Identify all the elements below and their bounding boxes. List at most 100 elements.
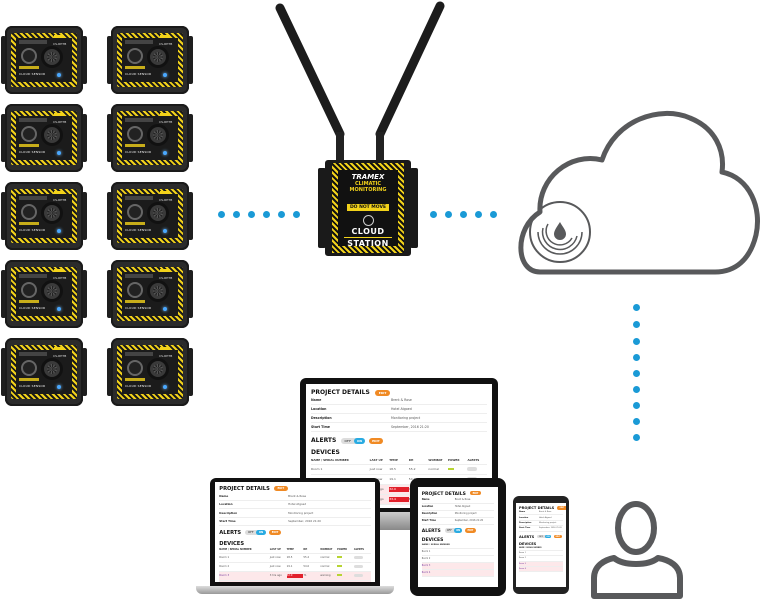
connector-dot	[430, 211, 437, 218]
column-header[interactable]: NAME / SERIAL NUMBER	[519, 546, 542, 549]
device-name: Room 3	[519, 562, 526, 565]
edit-alerts-button[interactable]: EDIT	[369, 437, 383, 444]
column-header[interactable]: LAST UP	[369, 458, 383, 462]
device-row[interactable]: Room 4	[519, 567, 563, 573]
edit-alerts-button[interactable]: EDIT	[465, 528, 476, 533]
column-header[interactable]: NAME / SERIAL NUMBER	[311, 458, 349, 462]
column-header[interactable]: NAME / SERIAL NUMBER	[219, 548, 252, 552]
device-name: Room 4	[519, 568, 526, 571]
column-header[interactable]: POWER	[337, 548, 347, 552]
device-row[interactable]: Room 1	[519, 551, 563, 557]
device-name: Room 1	[421, 550, 431, 554]
device-row[interactable]: Room 2	[519, 556, 563, 562]
column-header[interactable]: ALERTS	[353, 548, 364, 552]
device-name: Room 2	[219, 564, 230, 568]
sensor-display	[125, 118, 153, 122]
sensor-tag	[54, 113, 64, 116]
connector-dot	[475, 211, 482, 218]
column-header[interactable]: LAST UP	[269, 548, 282, 552]
column-header[interactable]: RH	[408, 458, 414, 462]
devices-table-header: NAME / SERIAL NUMBER	[421, 543, 495, 549]
column-header[interactable]: ALERTS	[467, 458, 480, 462]
sensor-strap	[107, 348, 112, 396]
column-header[interactable]: WOMBAT	[320, 548, 333, 552]
alerts-off-option[interactable]: OFF	[247, 531, 254, 535]
column-header[interactable]: RH	[303, 548, 308, 552]
device-alert-switch[interactable]	[467, 467, 478, 471]
field-value: Hotel Atgoed	[539, 516, 552, 519]
sensor-strap	[82, 192, 87, 240]
laptop-base	[196, 586, 394, 594]
alerts-on-option[interactable]: ON	[454, 528, 463, 533]
alerts-on-option[interactable]: ON	[354, 437, 366, 444]
column-header[interactable]: TEMP	[286, 548, 294, 552]
sensor-model: CS-RHTB	[159, 120, 173, 124]
sensor-fan-icon	[41, 280, 63, 302]
device-row[interactable]: Room 3	[421, 562, 495, 570]
field-value: September, 2016 21:20	[288, 519, 321, 524]
sensor-fan-icon	[41, 124, 63, 146]
station-logo-icon	[362, 215, 374, 226]
edit-project-button[interactable]: EDIT	[469, 490, 482, 496]
sensor-tag	[54, 347, 64, 350]
field-value: September, 2016 21:20	[391, 425, 429, 429]
station-mount-left	[318, 168, 326, 248]
device-alert-switch[interactable]	[353, 573, 363, 577]
connector-dot	[633, 418, 640, 425]
edit-alerts-button[interactable]: EDIT	[269, 530, 281, 536]
sensor-display	[125, 196, 153, 200]
device-row[interactable]: Room 2	[421, 556, 495, 563]
device-cell: 18.5	[286, 555, 293, 559]
alerts-on-option[interactable]: ON	[544, 534, 552, 539]
sensor-strap	[82, 114, 87, 162]
alerts-off-option[interactable]: OFF	[344, 438, 351, 443]
sensor-led-icon	[57, 385, 61, 389]
sensor-brand	[125, 300, 145, 303]
sensor-fan-icon	[41, 358, 63, 380]
alerts-title: ALERTS	[519, 534, 535, 539]
device-name: Room 3	[219, 573, 230, 577]
device-alert-switch[interactable]	[353, 555, 363, 560]
device-cell: just now	[269, 555, 281, 559]
droplet-target-icon	[529, 201, 591, 263]
sensor-strap	[82, 270, 87, 318]
alerts-on-option[interactable]: ON	[256, 530, 266, 536]
alerts-off-option[interactable]: OFF	[446, 529, 452, 532]
cloud-icon	[518, 110, 760, 275]
edit-project-button[interactable]: EDIT	[557, 506, 566, 510]
sensor-probe-icon	[127, 126, 143, 142]
device-row[interactable]: Room 1	[421, 549, 495, 556]
device-row[interactable]: Room 3	[519, 561, 563, 567]
device-alert-switch[interactable]	[353, 564, 363, 569]
alerts-off-option[interactable]: OFF	[538, 535, 543, 538]
field-value: Brent & Rose	[391, 398, 412, 402]
field-label: Description	[311, 416, 332, 420]
column-header[interactable]: NAME / SERIAL NUMBER	[421, 544, 450, 547]
column-header[interactable]: WOMBAT	[428, 458, 443, 462]
edit-project-button[interactable]: EDIT	[374, 389, 391, 396]
edit-alerts-button[interactable]: EDIT	[553, 534, 562, 539]
device-row[interactable]: Room 4	[421, 569, 495, 577]
device-cell: 32.0	[286, 573, 304, 578]
column-header[interactable]: TEMP	[389, 458, 398, 462]
edit-project-button[interactable]: EDIT	[274, 486, 288, 492]
sensor-probe-icon	[127, 48, 143, 64]
field-value: Hotel Atgoed	[391, 407, 412, 411]
column-header[interactable]: POWER	[447, 458, 460, 462]
sensor-strap	[188, 114, 193, 162]
